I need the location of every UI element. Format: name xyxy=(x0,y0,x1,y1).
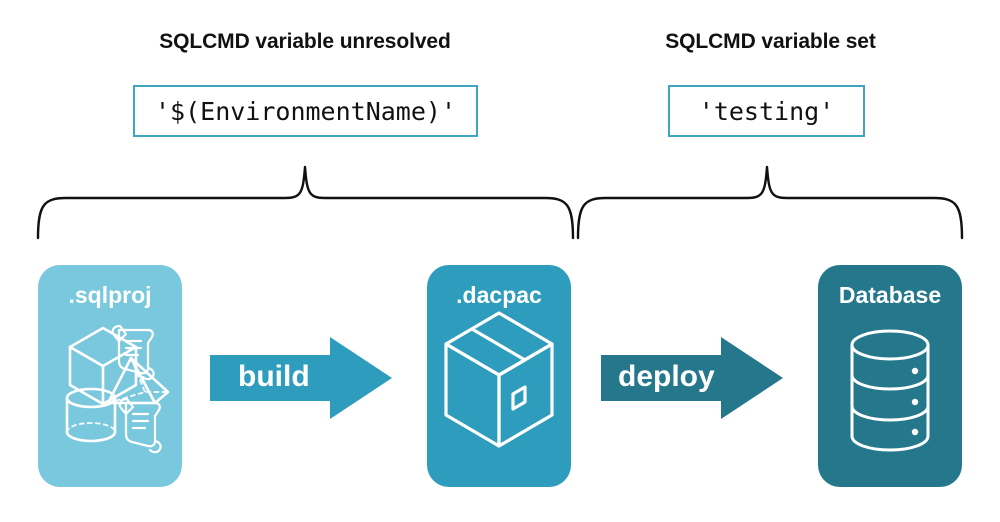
left-brace xyxy=(36,165,575,240)
card-label-dacpac: .dacpac xyxy=(456,282,542,308)
arrow-label-deploy: deploy xyxy=(618,360,715,393)
deploy-arrow xyxy=(601,337,783,419)
cylinder-icon xyxy=(65,387,117,443)
card-sqlproj xyxy=(38,265,182,487)
group-title-left: SQLCMD variable unresolved xyxy=(159,30,451,53)
database-cylinder-icon xyxy=(850,329,930,452)
card-label-sqlproj: .sqlproj xyxy=(68,282,152,308)
arrow-label-build: build xyxy=(238,360,310,393)
package-box-icon xyxy=(444,311,554,448)
card-database xyxy=(818,265,962,487)
sqlcmd-variable-value-right: 'testing' xyxy=(668,85,865,137)
group-title-right: SQLCMD variable set xyxy=(665,30,876,53)
scroll-icon xyxy=(118,397,162,454)
right-brace xyxy=(576,165,964,240)
build-arrow xyxy=(210,337,392,419)
sqlcmd-variable-value-left: '$(EnvironmentName)' xyxy=(133,85,478,137)
card-label-database: Database xyxy=(838,282,942,308)
